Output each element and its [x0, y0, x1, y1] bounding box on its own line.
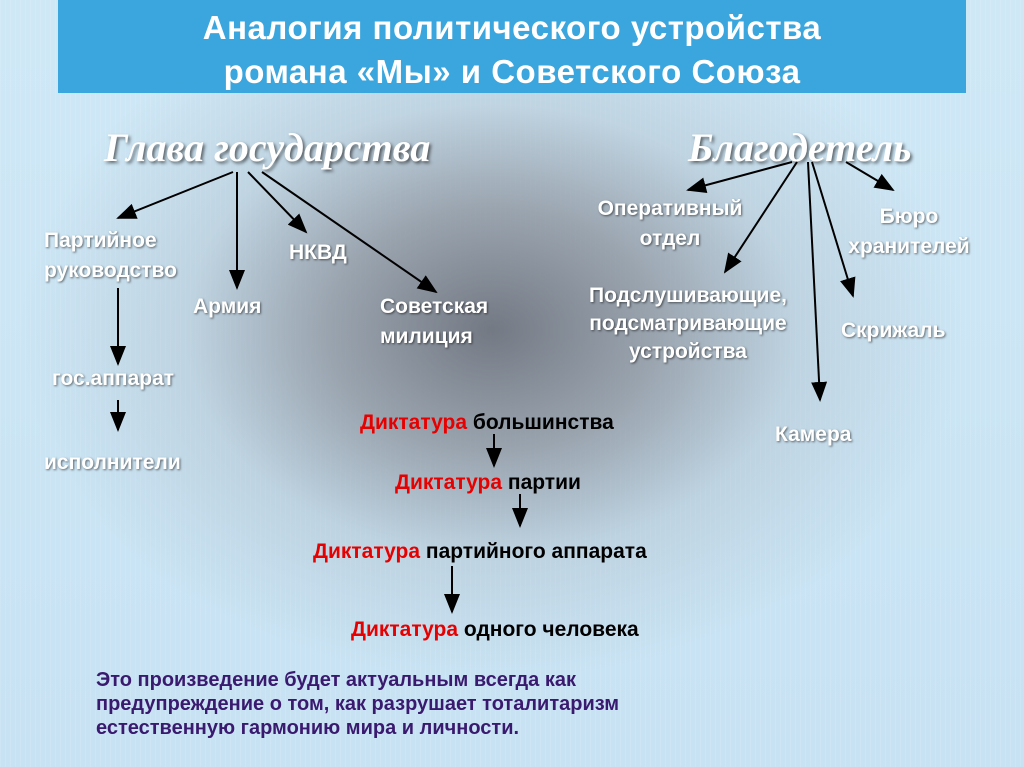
gos-apparat-node: гос.аппарат: [52, 367, 175, 390]
benefactor-label: Благодетель: [688, 125, 912, 170]
army-node: Армия: [193, 295, 262, 318]
bureau-line-1: Бюро: [879, 205, 939, 228]
bureau-line-2: хранителей: [848, 235, 970, 258]
dictatorship-party-apparatus: Диктатура партийного аппарата: [313, 540, 647, 564]
operative-department-node: Оперативный отдел: [580, 194, 760, 254]
page-title: Аналогия политического устройства романа…: [58, 6, 966, 94]
arrow-head-to-militia: [261, 171, 438, 294]
operative-line-2: отдел: [639, 227, 701, 250]
arrow-head-to-nkvd: [247, 171, 308, 234]
party-leadership-node: Партийное руководство: [44, 226, 177, 286]
camera-node: Камера: [775, 423, 852, 446]
militia-node: Советская милиция: [380, 292, 488, 352]
dictatorship-one-person: Диктатура одного человека: [351, 618, 639, 642]
dictatorship-rest: партии: [502, 471, 581, 494]
party-leadership-line-2: руководство: [44, 259, 177, 282]
conclusion-line-1: Это произведение будет актуальным всегда…: [96, 669, 576, 691]
dictatorship-rest: большинства: [467, 411, 614, 434]
tablet-node: Скрижаль: [841, 319, 946, 342]
conclusion-line-3: естественную гармонию мира и личности.: [96, 717, 520, 739]
dictatorship-word: Диктатура: [313, 540, 421, 563]
conclusion-text: Это произведение будет актуальным всегда…: [96, 668, 796, 740]
operative-line-1: Оперативный: [597, 197, 743, 220]
surveillance-devices-node: Подслушивающие, подсматривающие устройст…: [560, 282, 816, 366]
title-bar: [58, 0, 966, 93]
devices-line-1: Подслушивающие,: [589, 284, 787, 307]
title-line-2: романа «Мы» и Советского Союза: [223, 53, 801, 90]
arrow-benefactor-to-camera: [807, 161, 828, 402]
party-leadership-line-1: Партийное: [44, 229, 157, 252]
background-gradient: [0, 90, 1024, 690]
dictatorship-word: Диктатура: [395, 471, 503, 494]
dictatorship-majority: Диктатура большинства: [360, 411, 614, 435]
dictatorship-word: Диктатура: [360, 411, 468, 434]
dictatorship-party: Диктатура партии: [395, 471, 581, 495]
conclusion-line-2: предупреждение о том, как разрушает тота…: [96, 693, 619, 715]
dictatorship-rest: партийного аппарата: [420, 540, 647, 563]
dictatorship-word: Диктатура: [351, 618, 459, 641]
arrow-benefactor-to-devices: [723, 161, 798, 274]
head-of-state-label: Глава государства: [104, 125, 431, 170]
arrow-benefactor-to-operative: [686, 161, 793, 194]
devices-line-2: подсматривающие: [589, 312, 787, 335]
arrow-benefactor-to-bureau: [845, 161, 895, 192]
devices-line-3: устройства: [629, 340, 747, 363]
militia-line-2: милиция: [380, 325, 473, 348]
executors-node: исполнители: [44, 451, 181, 474]
nkvd-node: НКВД: [289, 241, 347, 264]
dictatorship-rest: одного человека: [458, 618, 639, 641]
militia-line-1: Советская: [380, 295, 489, 318]
bureau-of-guardians-node: Бюро хранителей: [836, 202, 982, 262]
arrow-benefactor-to-tablet: [811, 161, 856, 298]
title-line-1: Аналогия политического устройства: [202, 9, 822, 46]
arrow-head-to-party: [116, 171, 234, 219]
